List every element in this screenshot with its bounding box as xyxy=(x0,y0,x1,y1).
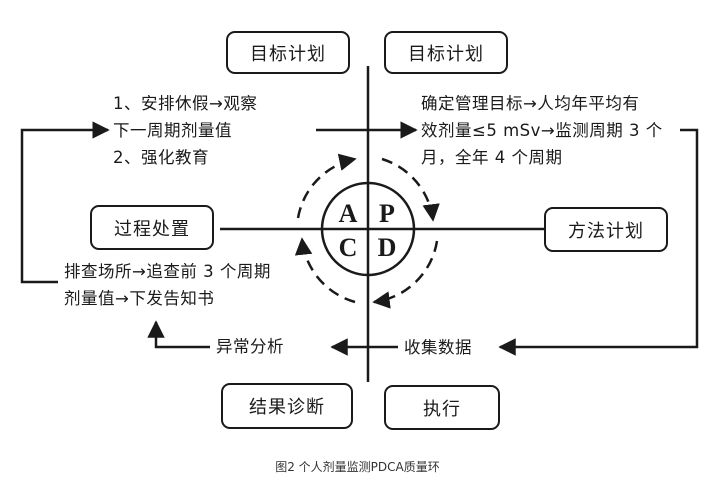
pdca-letter-d: D xyxy=(377,233,397,262)
pdca-letter-c: C xyxy=(338,233,358,262)
collect-data-label: 收集数据 xyxy=(404,338,472,357)
pdca-circle xyxy=(320,181,416,277)
pdca-letter-p: P xyxy=(379,199,395,228)
result-diagnosis-box: 结果诊断 xyxy=(221,383,353,429)
method-plan-box: 方法计划 xyxy=(544,207,668,252)
figure-caption: 图2 个人剂量监测PDCA质量环 xyxy=(275,460,440,474)
arrow-anomaly-to-investigate xyxy=(147,320,210,349)
arrow-right-loop xyxy=(498,128,699,356)
cycle-arrows xyxy=(294,153,440,309)
measures-line-2: 下一周期剂量值 xyxy=(113,121,232,140)
investigation-line-2: 剂量值→下发告知书 xyxy=(64,289,215,308)
target-line-3: 月，全年 4 个周期 xyxy=(421,148,563,167)
investigation-line-1: 排查场所→追查前 3 个周期 xyxy=(64,262,271,281)
measures-line-3: 2、强化教育 xyxy=(113,148,209,167)
target-line-1: 确定管理目标→人均年平均有 xyxy=(421,94,640,113)
execute-box: 执行 xyxy=(384,385,500,430)
arrow-left-loop xyxy=(20,121,110,284)
process-handling-box: 过程处置 xyxy=(90,205,214,250)
target-line-2: 效剂量≤5 mSv→监测周期 3 个 xyxy=(421,121,663,140)
anomaly-analysis-label: 异常分析 xyxy=(216,337,284,356)
measures-line-1: 1、安排休假→观察 xyxy=(113,94,258,113)
pdca-letter-a: A xyxy=(338,199,358,228)
target-plan-right-box: 目标计划 xyxy=(384,31,508,74)
target-plan-left-box: 目标计划 xyxy=(226,31,350,74)
